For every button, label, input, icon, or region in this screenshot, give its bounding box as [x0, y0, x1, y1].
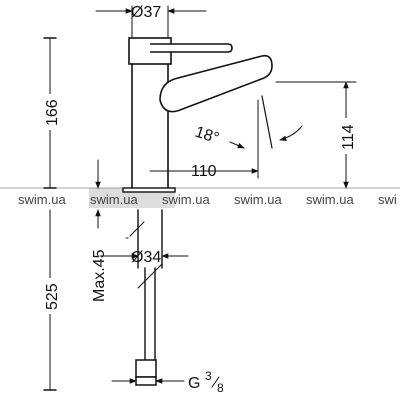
dim-top-diameter-label: Ø37	[131, 4, 161, 21]
under-counter	[135, 209, 163, 386]
dim-hose-length-label: 525	[44, 283, 61, 310]
base-plate	[122, 187, 176, 193]
dim-connection: G 3 8	[111, 369, 224, 395]
dim-max-thickness-label: Max.45	[91, 249, 108, 302]
dim-connection-denominator: 8	[217, 381, 224, 395]
dim-spout-reach-label: 110	[191, 163, 217, 180]
dim-angle-label: 18°	[193, 124, 221, 148]
hose-thread	[135, 376, 157, 386]
dim-hole-diameter-label: Ø34	[131, 249, 161, 266]
dim-height-total: 166	[41, 37, 61, 189]
dim-spout-height-label: 114	[340, 124, 357, 150]
dim-angle: 18°	[193, 95, 303, 149]
dim-connection-g: G	[188, 375, 200, 392]
watermark-6: swi	[378, 192, 397, 207]
countertop-section	[89, 188, 175, 208]
dim-top-diameter: Ø37	[95, 4, 207, 39]
dim-spout-reach: 110	[149, 99, 259, 180]
spout	[159, 54, 273, 113]
watermark-3: swim.ua	[162, 192, 210, 207]
dim-max-thickness: Max.45	[91, 159, 108, 302]
dim-connection-numerator: 3	[205, 369, 212, 383]
hose-nut	[135, 359, 157, 378]
watermark-2: swim.ua	[90, 192, 138, 207]
dim-hole-diameter: Ø34	[99, 221, 189, 289]
watermark-1: swim.ua	[18, 192, 66, 207]
faucet-body	[122, 37, 273, 193]
dim-height-total-label: 166	[44, 99, 61, 126]
watermark-4: swim.ua	[234, 192, 282, 207]
dim-spout-height: 114	[275, 81, 357, 189]
lever-handle	[150, 43, 233, 53]
watermark-5: swim.ua	[306, 192, 354, 207]
dim-hose-length: 525	[41, 209, 61, 391]
